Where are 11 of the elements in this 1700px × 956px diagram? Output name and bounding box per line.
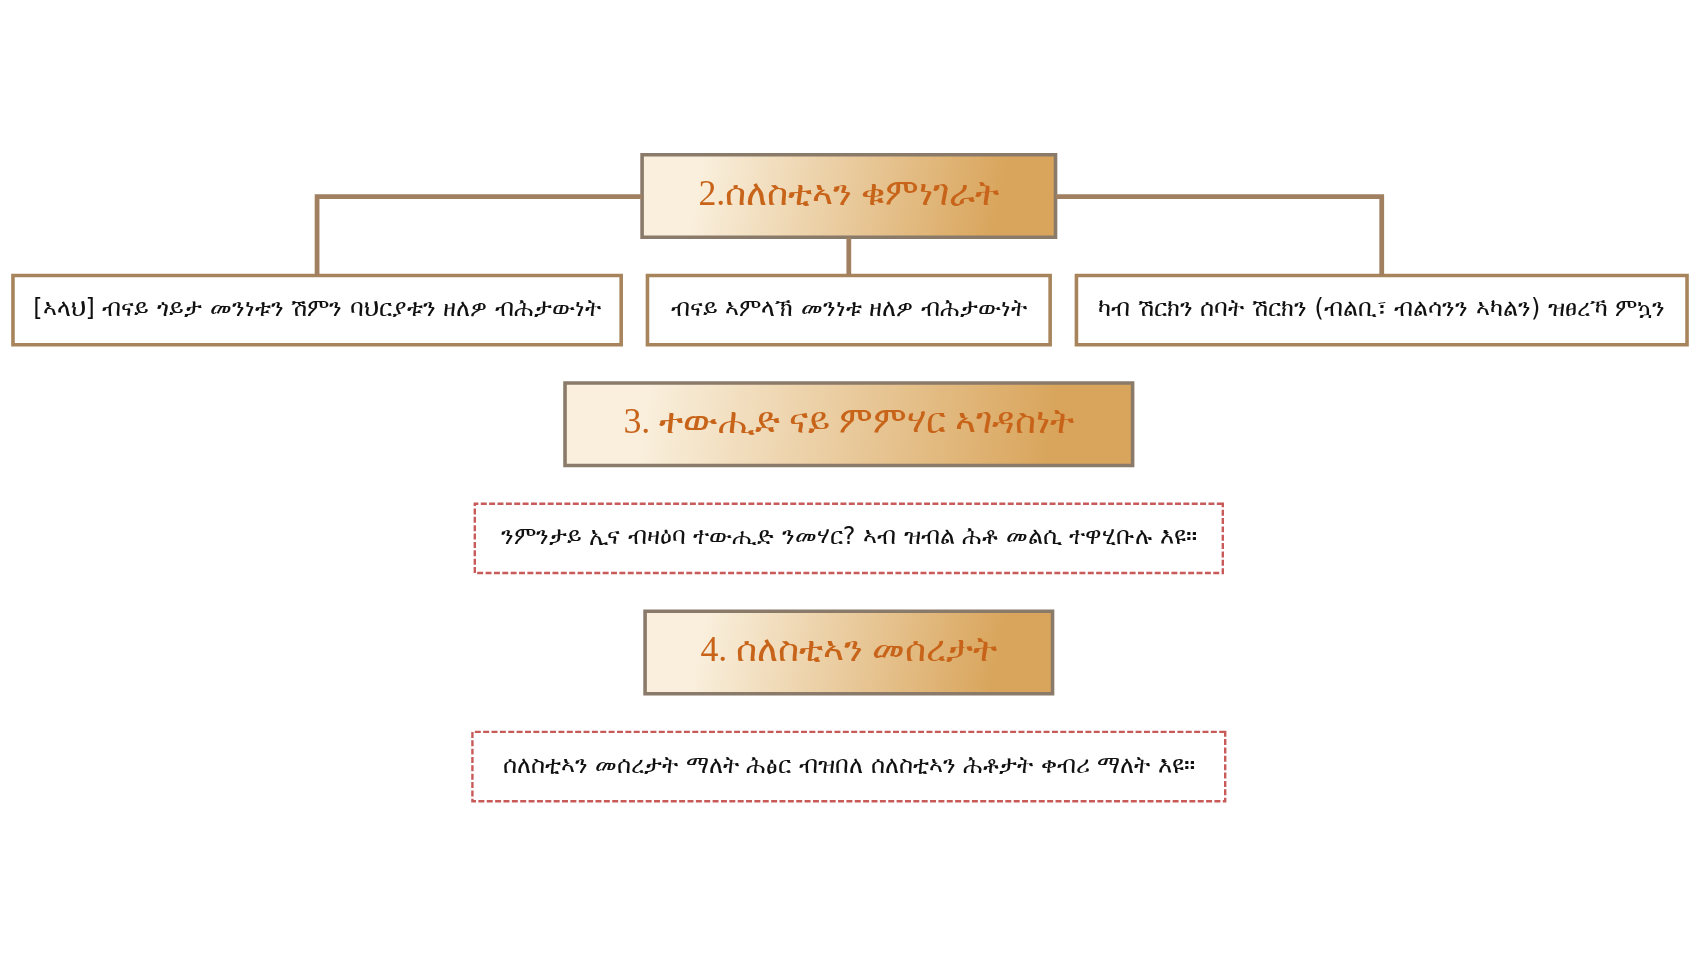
node-box: ሰለስቲኣን መሰረታት ማለት ሕፅር ብዝበለ ሰለስቲኣን ሕቶታት ቀብሪ ማለት እዩ። <box>471 730 1227 803</box>
node-box: 3. ተውሒድ ናይ ምምሃር ኣገዳስነት <box>563 381 1135 468</box>
node-box: ብናይ ኣምላኽ መንነቱ ዘለዎ ብሕታውነት <box>645 273 1052 347</box>
connector <box>846 237 852 276</box>
node-box: ካብ ሽርክን ሰባት ሽርክን (ብልቢ፣ ብልሳንን ኣካልን) ዝፀረኻ ምኳን <box>1074 273 1689 347</box>
connector <box>1055 194 1385 276</box>
node-box: 2.ሰለስቲኣን ቁምነገራት <box>640 153 1058 239</box>
node-box: [ኣላህ] ብናይ ጎይታ መንነቱን ሽምን ባህርያቱን ዘለዎ ብሕታውነት <box>11 273 623 347</box>
node-box: ንምንታይ ኢና ብዛዕባ ተውሒድ ንመሃር? ኣብ ዝብል ሕቶ መልሲ ተዋሂቡሉ እዩ። <box>473 502 1224 575</box>
connector <box>314 194 643 276</box>
node-box: 4. ሰለስቲኣን መሰረታት <box>643 609 1055 696</box>
